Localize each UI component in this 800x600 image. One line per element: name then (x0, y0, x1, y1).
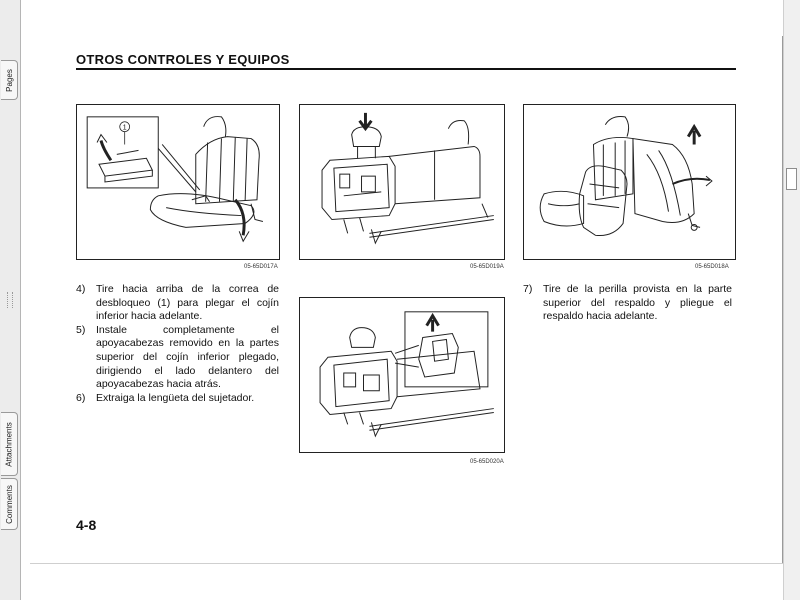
page-number: 4-8 (76, 517, 97, 533)
figure-seatback-fold (523, 104, 736, 260)
figure-caption: 05-65D020A (470, 459, 504, 465)
page-bottom-edge (30, 563, 783, 564)
pages-tab-label: Pages (4, 68, 14, 92)
step-number: 5) (76, 323, 86, 336)
callout-number: 1 (123, 125, 127, 132)
vertical-scrollbar[interactable] (783, 0, 800, 600)
page-right-edge (782, 36, 783, 563)
attachments-tab[interactable]: Attachments (1, 412, 18, 476)
seatback-fold-illustration (539, 116, 713, 237)
instructions-left: 4) Tire hacia arriba de la correa de des… (76, 283, 279, 405)
step-text: Extraiga la lengüeta del sujetador. (96, 391, 255, 404)
instructions-right: 7) Tire de la perilla provista en la par… (523, 283, 732, 324)
figure-seat-strap: 1 (76, 104, 280, 260)
figure-buckle-extraction (299, 297, 505, 453)
figure-headrest-install (299, 104, 505, 260)
step-number: 7) (523, 283, 533, 295)
figure-caption: 05-65D019A (470, 264, 504, 270)
header-rule (76, 68, 736, 70)
step-text: Instale completamente el apoyacabezas re… (96, 323, 279, 391)
comments-tab[interactable]: Comments (1, 478, 18, 530)
attachments-tab-label: Attachments (4, 421, 14, 467)
step-number: 4) (76, 283, 86, 295)
step-text: Tire de la perilla provista en la parte … (543, 283, 732, 323)
list-item: 6) Extraiga la lengüeta del sujetador. (76, 392, 279, 406)
list-item: 5) Instale completamente el apoyacabezas… (76, 324, 279, 392)
scrollbar-thumb[interactable] (786, 168, 797, 190)
buckle-extraction-illustration (319, 311, 494, 438)
pages-tab[interactable]: Pages (1, 60, 18, 100)
comments-tab-label: Comments (4, 484, 14, 524)
navigation-sidebar: Pages Attachments Comments (0, 0, 21, 600)
list-item: 7) Tire de la perilla provista en la par… (523, 283, 732, 324)
page-title: OTROS CONTROLES Y EQUIPOS (76, 52, 290, 67)
figure-caption: 05-65D018A (695, 264, 729, 270)
list-item: 4) Tire hacia arriba de la correa de des… (76, 283, 279, 324)
sidebar-resize-grip[interactable] (7, 292, 13, 308)
seat-strap-illustration: 1 (86, 116, 264, 243)
figure-caption: 05-65D017A (244, 264, 278, 270)
step-number: 6) (76, 391, 86, 404)
step-text: Tire hacia arriba de la correa de desblo… (96, 283, 279, 323)
headrest-install-illustration (321, 112, 494, 245)
